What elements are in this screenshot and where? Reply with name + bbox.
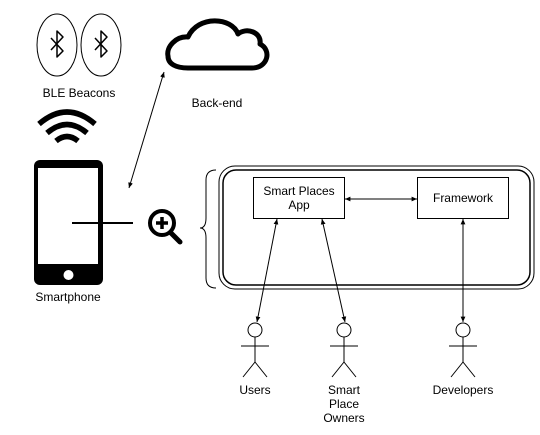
smartphone-icon <box>34 160 103 285</box>
owners-label-line3: Owners <box>323 411 365 425</box>
wifi-signal-icon <box>37 109 97 144</box>
users-label: Users <box>239 383 271 397</box>
cloud-icon <box>165 18 270 71</box>
smartphone-label: Smartphone <box>35 290 101 304</box>
zoom-in-icon <box>148 209 183 245</box>
backend-label: Back-end <box>191 96 243 110</box>
app-label-line2: App <box>288 198 310 212</box>
users-app-arrow <box>255 218 279 323</box>
actor-icon <box>330 322 358 378</box>
curly-brace <box>199 169 217 289</box>
ble-beacon-1 <box>36 13 78 77</box>
owners-label: Smart Place Owners <box>314 383 374 425</box>
phone-backend-arrow <box>128 71 165 189</box>
actor-icon <box>241 322 269 378</box>
owners-label-line2: Place <box>328 397 360 411</box>
system-boundary <box>218 165 535 290</box>
app-label-line1: Smart Places <box>263 184 335 198</box>
bluetooth-icon <box>94 30 108 58</box>
owners-label-line1: Smart <box>327 383 360 397</box>
actor-icon <box>449 322 477 378</box>
owners-app-arrow <box>320 218 347 323</box>
framework-box: Framework <box>417 177 509 219</box>
framework-label: Framework <box>432 191 493 205</box>
smart-places-app-box: Smart Places App <box>253 177 345 219</box>
beacons-label: BLE Beacons <box>42 86 116 100</box>
ble-beacon-2 <box>80 13 122 77</box>
developers-label: Developers <box>432 383 494 397</box>
bluetooth-icon <box>50 30 64 58</box>
